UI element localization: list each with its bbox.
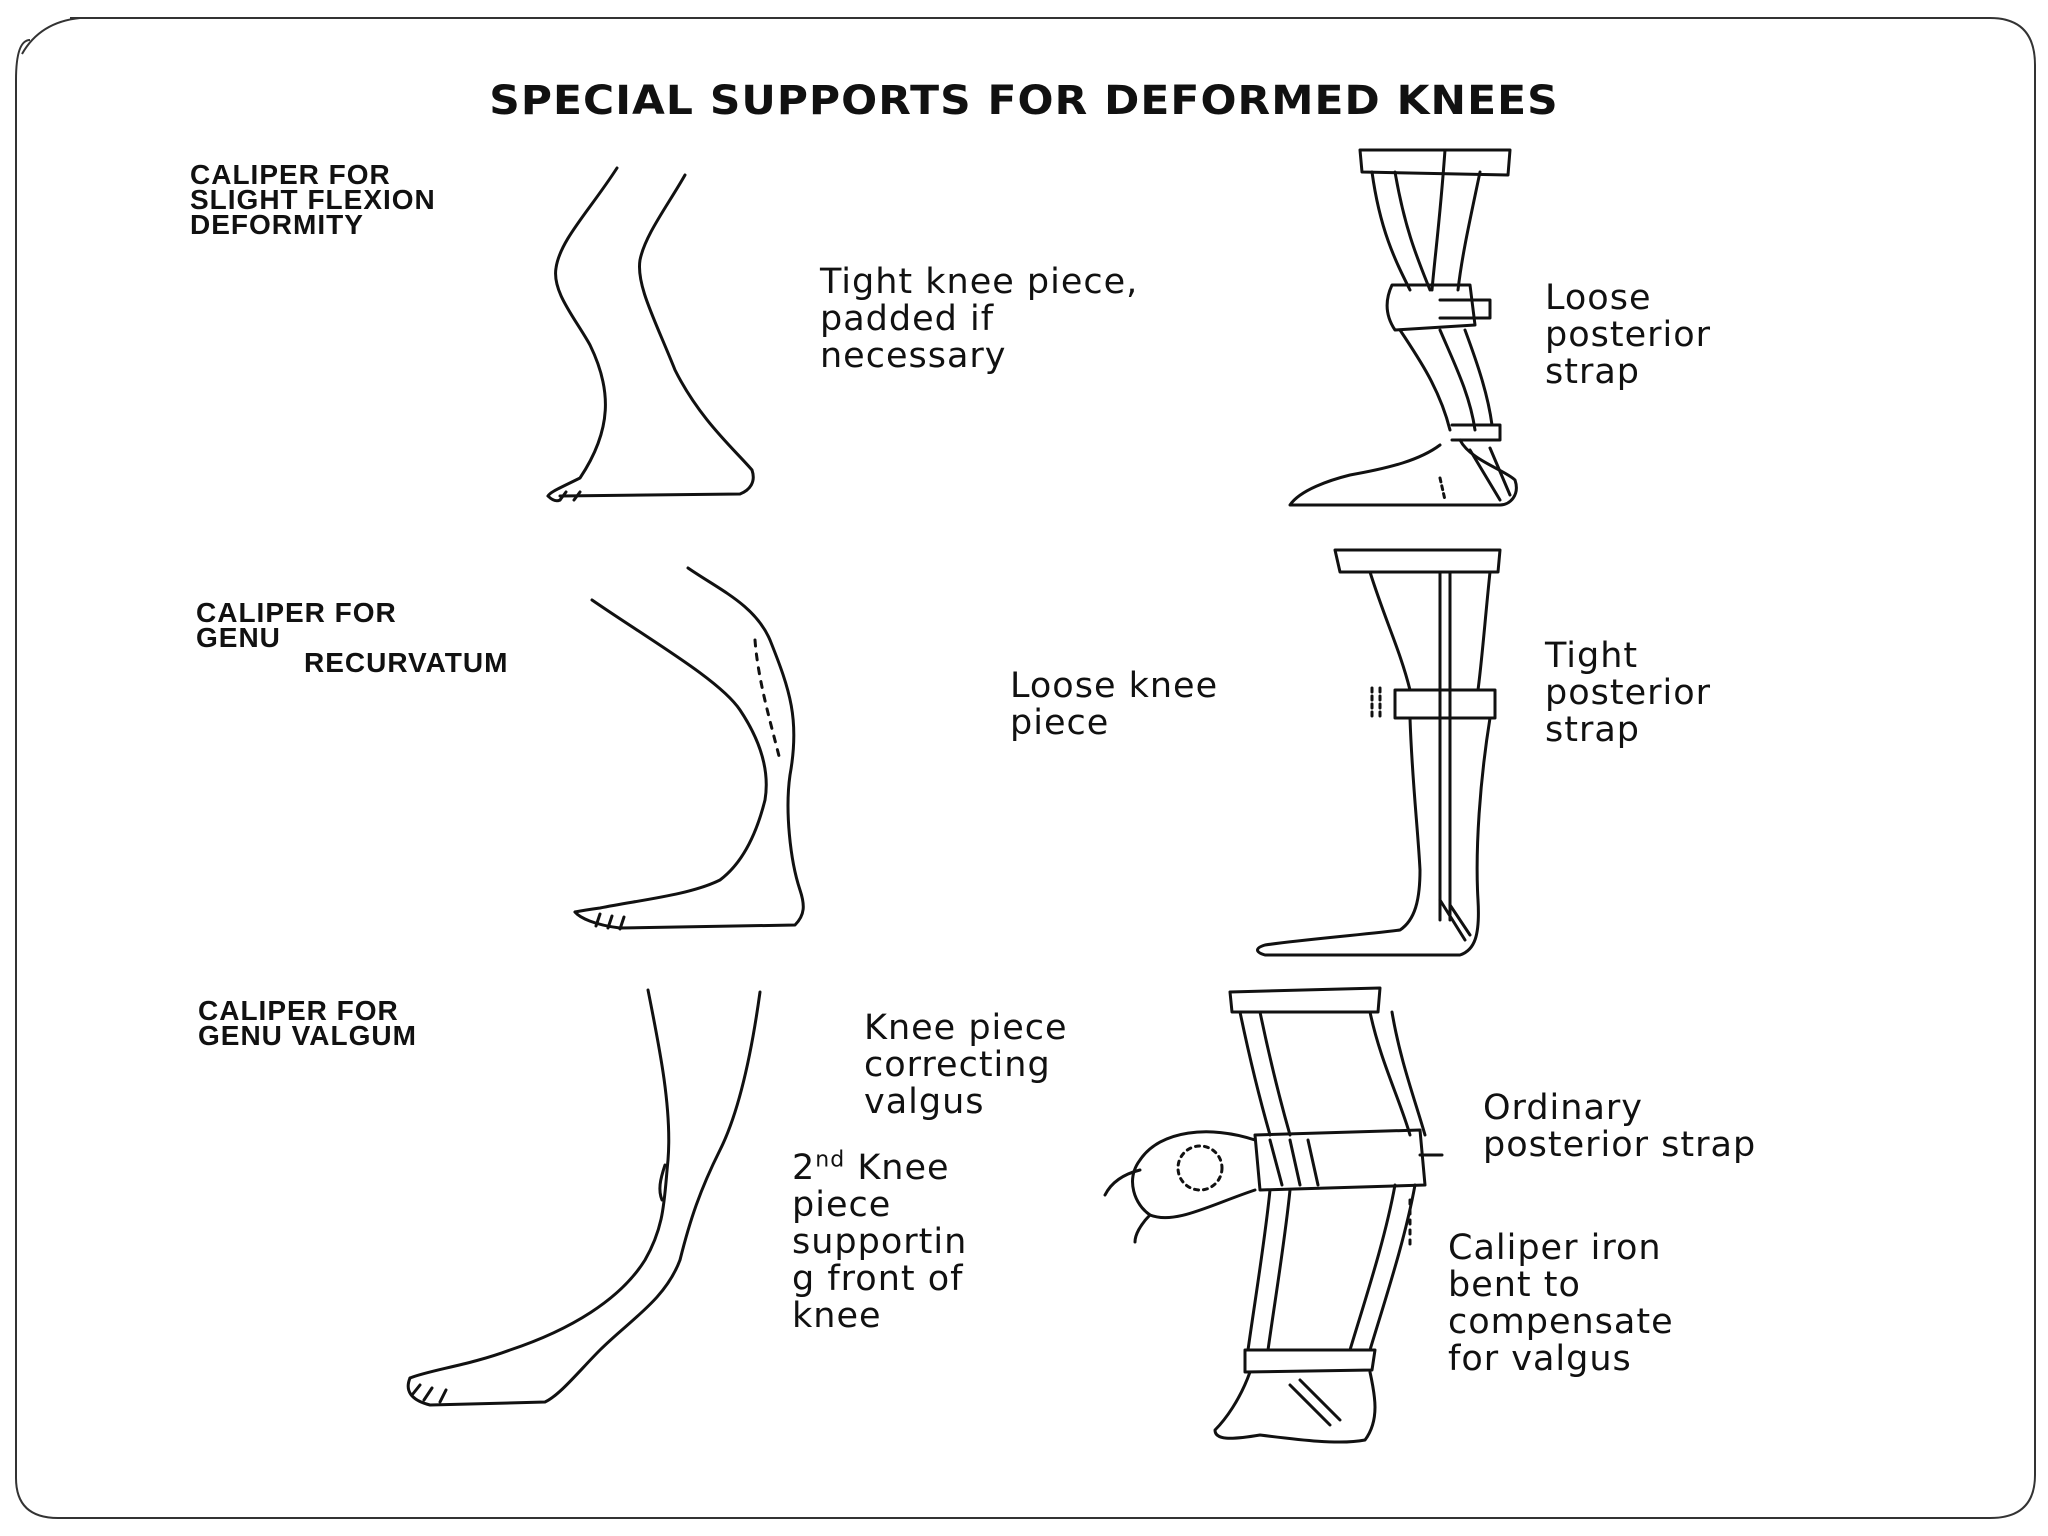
annotation-tight-posterior-strap: Tight posterior strap <box>1545 638 1711 749</box>
caliper-valgum-drawing <box>1103 986 1444 1444</box>
annotation-line: posterior strap <box>1483 1125 1757 1165</box>
annotation-line: supportin <box>792 1222 968 1262</box>
annotation-line: piece <box>792 1185 892 1225</box>
leg-valgum-drawing <box>406 988 762 1407</box>
annotation-word: Knee <box>845 1148 950 1188</box>
annotation-line: padded if <box>820 299 995 339</box>
annotation-line: posterior <box>1545 673 1712 713</box>
annotation-tight-knee-piece: Tight knee piece, padded if necessary <box>820 264 1138 375</box>
annotation-line: knee <box>792 1296 882 1336</box>
annotation-line: correcting <box>864 1045 1051 1085</box>
label-line: RECURVATUM <box>304 647 509 678</box>
annotation-line: Tight knee piece, <box>820 262 1139 302</box>
annotation-line: necessary <box>820 336 1007 376</box>
annotation-line: Loose knee <box>1010 666 1219 706</box>
label-line: SLIGHT FLEXION <box>190 184 436 215</box>
annotation-line: Tight <box>1545 636 1639 676</box>
annotation-line: Caliper iron <box>1448 1228 1662 1268</box>
label-line: CALIPER FOR <box>198 995 399 1026</box>
annotation-ordinary-posterior-strap: Ordinary posterior strap <box>1483 1090 1756 1164</box>
caliper-flexion-drawing <box>1288 148 1518 507</box>
annotation-line: strap <box>1545 710 1641 750</box>
annotation-line: g front of <box>792 1259 964 1299</box>
annotation-line: for valgus <box>1448 1339 1632 1379</box>
caliper-recurvatum-drawing <box>1256 548 1502 957</box>
annotation-second-knee-piece: 2nd Knee piece supportin g front of knee <box>792 1147 968 1336</box>
annotation-caliper-iron-bent: Caliper iron bent to compensate for valg… <box>1448 1230 1674 1378</box>
ordinal-suffix: nd <box>815 1147 846 1173</box>
annotation-line: piece <box>1010 703 1110 743</box>
annotation-knee-piece-correcting-valgus: Knee piece correcting valgus <box>864 1010 1068 1121</box>
section-label-flexion: CALIPER FOR SLIGHT FLEXION DEFORMITY <box>190 159 436 240</box>
annotation-line: Knee piece <box>864 1008 1068 1048</box>
ordinal-number: 2 <box>792 1148 816 1188</box>
label-line: GENU <box>196 622 281 653</box>
annotation-line: 2nd Knee <box>792 1147 967 1188</box>
leg-recurvatum-drawing <box>573 566 805 931</box>
annotation-line: posterior <box>1545 315 1712 355</box>
annotation-line: valgus <box>864 1082 985 1122</box>
annotation-line: strap <box>1545 352 1641 392</box>
label-line: CALIPER FOR <box>196 597 397 628</box>
leg-flexion-drawing <box>546 166 755 503</box>
section-label-valgum: CALIPER FOR GENU VALGUM <box>198 995 417 1051</box>
label-line: CALIPER FOR <box>190 159 391 190</box>
annotation-loose-knee-piece: Loose knee piece <box>1010 668 1218 742</box>
slide-title: SPECIAL SUPPORTS FOR DEFORMED KNEES <box>489 78 1559 124</box>
label-line: GENU VALGUM <box>198 1020 417 1051</box>
annotation-line: Ordinary <box>1483 1088 1643 1128</box>
annotation-line: compensate <box>1448 1302 1674 1342</box>
annotation-line: Loose <box>1545 278 1652 318</box>
section-label-recurvatum: CALIPER FOR GENU RECURVATUM <box>196 597 509 678</box>
label-line: DEFORMITY <box>190 209 364 240</box>
annotation-loose-posterior-strap: Loose posterior strap <box>1545 280 1711 391</box>
annotation-line: bent to <box>1448 1265 1581 1305</box>
